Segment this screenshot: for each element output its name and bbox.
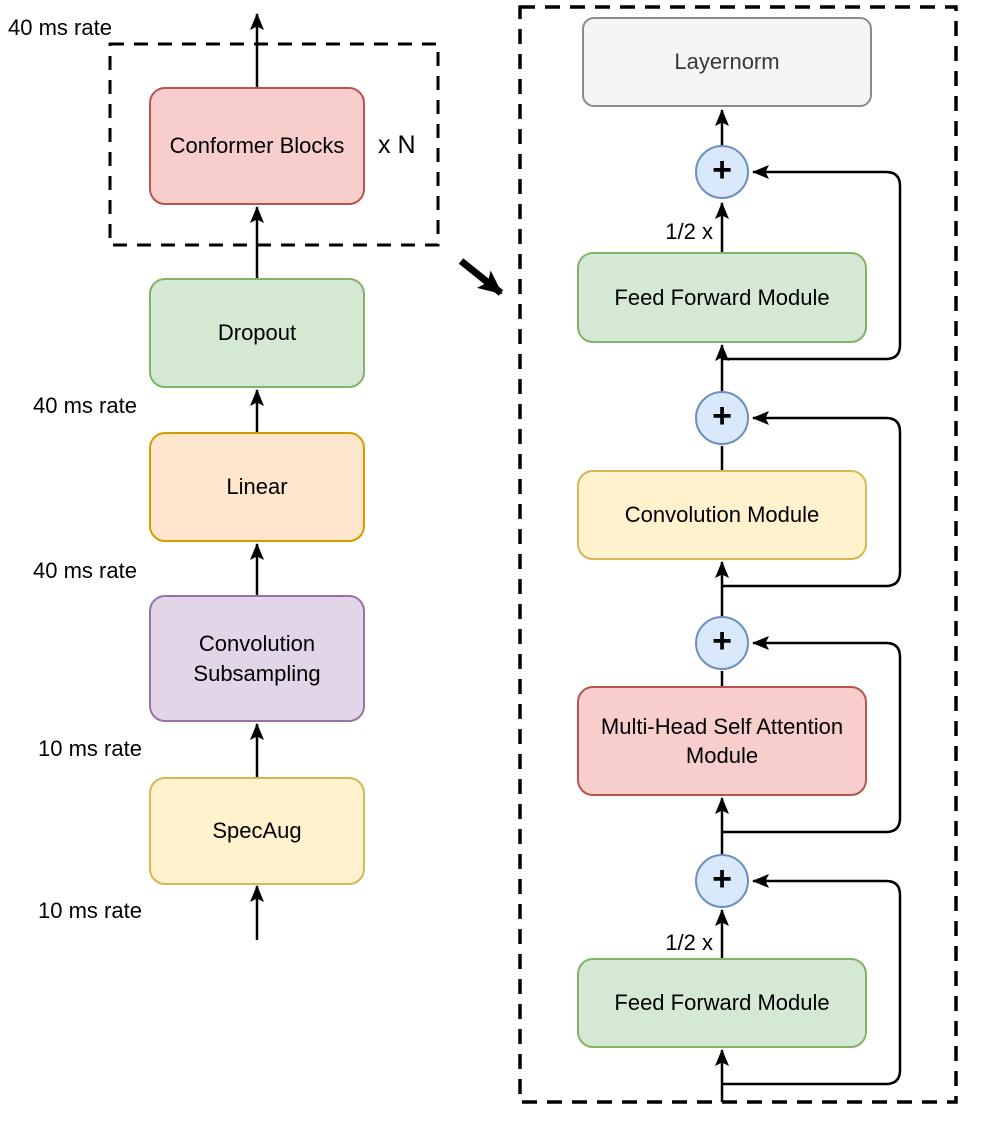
specaug-box: SpecAug	[149, 777, 365, 885]
repeat-count-label: x N	[378, 131, 416, 159]
rate-label-after-subsampling: 40 ms rate	[33, 558, 137, 583]
skip-connection-feedforward-top	[722, 165, 902, 361]
rate-label-output: 40 ms rate	[8, 15, 112, 40]
residual-add-circle-conv: +	[695, 391, 749, 445]
plus-icon: +	[712, 396, 732, 435]
skip-connection-feedforward-bottom	[722, 874, 902, 1086]
linear-box: Linear	[149, 432, 365, 542]
feed-forward-module-bottom-box: Feed Forward Module	[577, 958, 867, 1048]
residual-add-circle-top: +	[695, 145, 749, 199]
multi-head-self-attention-box: Multi-Head Self Attention Module	[577, 686, 867, 796]
skip-connection-convolution-module	[722, 411, 902, 588]
conformer-block-detail-dashed-frame	[518, 5, 958, 1104]
convolution-module-box: Convolution Module	[577, 470, 867, 560]
conformer-blocks-box: Conformer Blocks	[149, 87, 365, 205]
detail-expansion-arrow	[458, 258, 504, 296]
skip-connection-mhsa	[722, 636, 902, 834]
rate-label-after-specaug: 10 ms rate	[38, 736, 142, 761]
plus-icon: +	[712, 859, 732, 898]
half-scale-label-bottom: 1/2 x	[665, 930, 713, 955]
residual-add-circle-bottom: +	[695, 854, 749, 908]
feed-forward-module-top-box: Feed Forward Module	[577, 252, 867, 343]
convolution-subsampling-box: Convolution Subsampling	[149, 595, 365, 722]
plus-icon: +	[712, 621, 732, 660]
rate-label-input: 10 ms rate	[38, 898, 142, 923]
half-scale-label-top: 1/2 x	[665, 219, 713, 244]
rate-label-after-linear: 40 ms rate	[33, 393, 137, 418]
plus-icon: +	[712, 150, 732, 189]
residual-add-circle-mhsa: +	[695, 616, 749, 670]
layernorm-box: Layernorm	[582, 17, 872, 107]
dropout-box: Dropout	[149, 278, 365, 388]
